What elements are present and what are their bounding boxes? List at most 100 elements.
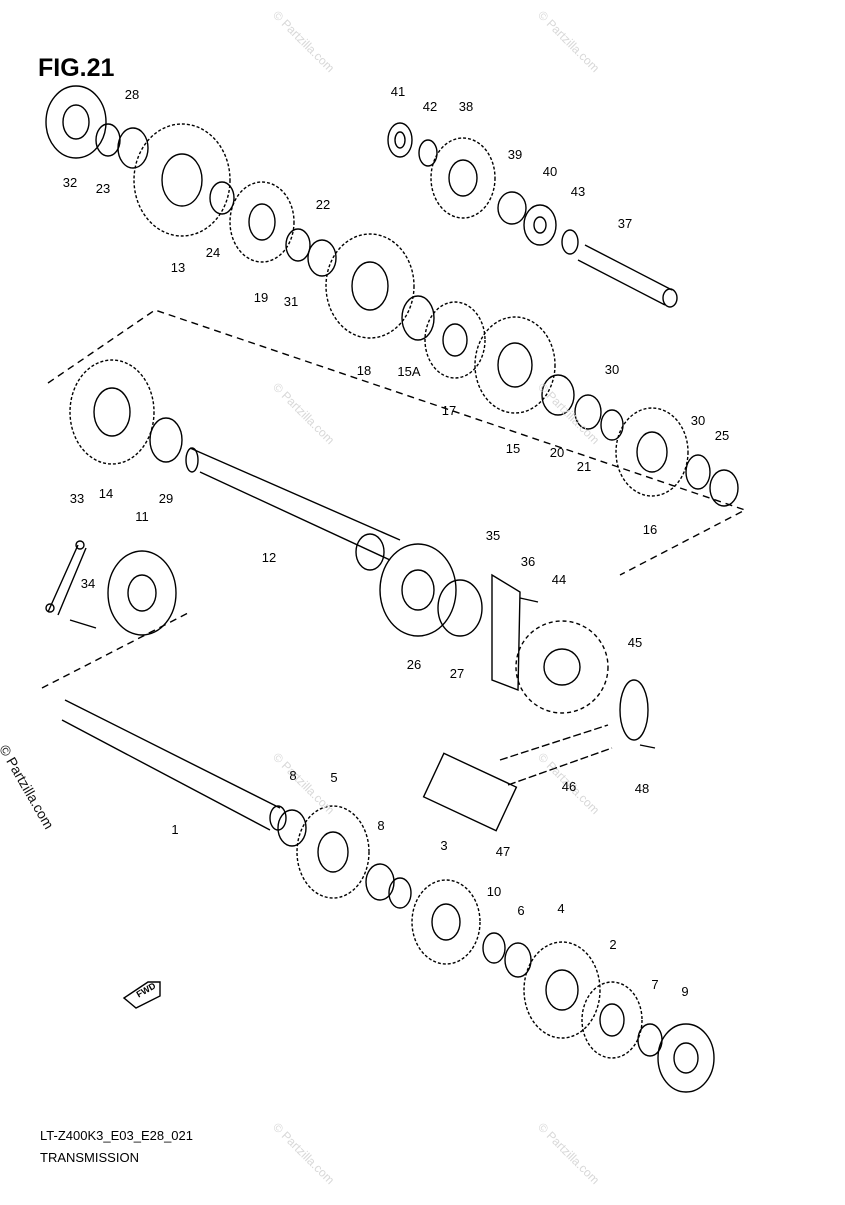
part-label-10: 10 [486, 884, 502, 899]
washer-41 [387, 122, 413, 158]
fwd-arrow-shape [122, 981, 161, 1009]
part-label-33: 33 [69, 491, 85, 506]
part-label-44: 44 [551, 572, 567, 587]
washer-23 [95, 123, 121, 157]
group-outline-countershaft [47, 309, 747, 576]
part-label-17: 17 [441, 403, 457, 418]
gear-16 [615, 407, 689, 497]
bearing-9 [657, 1023, 715, 1093]
part-label-16: 16 [642, 522, 658, 537]
bearing-32 [45, 85, 107, 159]
part-label-45: 45 [627, 635, 643, 650]
part-label-37: 37 [617, 216, 633, 231]
part-label-15: 15 [505, 441, 521, 456]
gear-17 [424, 301, 486, 379]
part-label-25: 25 [714, 428, 730, 443]
circlip-30b [685, 454, 711, 490]
part-label-3: 3 [440, 838, 448, 853]
chain-46 [499, 724, 613, 786]
part-label-22: 22 [315, 197, 331, 212]
bearing-20 [541, 374, 575, 416]
footer-drawing-code: LT-Z400K3_E03_E28_021 [40, 1128, 193, 1143]
part-label-38: 38 [458, 99, 474, 114]
part-label-6: 6 [517, 903, 525, 918]
gear-3 [411, 879, 481, 965]
part-label-43: 43 [570, 184, 586, 199]
gear-19 [229, 181, 295, 263]
part-label-28: 28 [124, 87, 140, 102]
washer-8b [365, 863, 395, 901]
part-label-13: 13 [170, 260, 186, 275]
part-label-46: 46 [561, 779, 577, 794]
gear-38 [430, 137, 496, 219]
circlip-42 [418, 139, 438, 167]
sprocket-44 [515, 620, 609, 714]
part-label-39: 39 [507, 147, 523, 162]
circlip-43 [561, 229, 579, 255]
part-label-5: 5 [330, 770, 338, 785]
footer-assembly-name: TRANSMISSION [40, 1150, 139, 1165]
part-label-27: 27 [449, 666, 465, 681]
part-label-12: 12 [261, 550, 277, 565]
bolt-48 [639, 744, 656, 749]
gear-4 [523, 941, 601, 1039]
part-label-26: 26 [406, 657, 422, 672]
part-label-42: 42 [422, 99, 438, 114]
part-label-30a: 30 [604, 362, 620, 377]
part-label-8b: 8 [377, 818, 385, 833]
bearing-15A [401, 295, 435, 341]
circlip [388, 877, 412, 909]
part-label-14: 14 [98, 486, 114, 501]
oil-seal-27 [437, 579, 483, 637]
bearing-26 [379, 543, 457, 637]
shaft-37 [577, 244, 673, 306]
bearing-11 [107, 550, 177, 636]
bearing-28 [117, 127, 149, 169]
plate-35 [491, 573, 521, 692]
gear-13 [133, 123, 231, 237]
part-label-11: 11 [135, 509, 149, 524]
bushing-39 [497, 191, 527, 225]
stopper-34 [47, 544, 87, 616]
part-label-29: 29 [158, 491, 174, 506]
part-label-35: 35 [485, 528, 501, 543]
washer-22 [307, 239, 337, 277]
washer-6 [504, 942, 532, 978]
part-label-2: 2 [609, 937, 617, 952]
circlip-30a [600, 409, 624, 441]
part-label-19: 19 [253, 290, 269, 305]
part-label-21: 21 [576, 459, 592, 474]
gear-2 [581, 981, 643, 1059]
part-label-41: 41 [390, 84, 406, 99]
part-label-36: 36 [520, 554, 536, 569]
part-label-20: 20 [549, 445, 565, 460]
figure-title: FIG.21 [38, 54, 115, 82]
bushing-29 [149, 417, 183, 463]
bolt-36 [519, 597, 539, 603]
group-outline-driveshaft [41, 611, 191, 689]
part-label-7: 7 [651, 977, 659, 992]
part-label-48: 48 [634, 781, 650, 796]
part-label-47: 47 [495, 844, 511, 859]
joint-box-47 [422, 752, 518, 832]
part-label-1: 1 [171, 822, 179, 837]
plate-45 [619, 679, 649, 741]
circlip-10 [482, 932, 506, 964]
part-label-24: 24 [205, 245, 221, 260]
washer-24 [209, 181, 235, 215]
part-label-15A: 15A [397, 364, 421, 379]
gear-5 [296, 805, 370, 899]
part-label-8a: 8 [289, 768, 297, 783]
gear-15 [474, 316, 556, 414]
countershaft-12 [189, 447, 401, 561]
part-label-4: 4 [557, 901, 565, 916]
part-label-30b: 30 [690, 413, 706, 428]
driveshaft-1 [61, 699, 281, 831]
washer-40 [523, 204, 557, 246]
washer-21 [574, 394, 602, 430]
washer-25 [709, 469, 739, 507]
circlip-31 [285, 228, 311, 262]
part-label-18: 18 [356, 363, 372, 378]
